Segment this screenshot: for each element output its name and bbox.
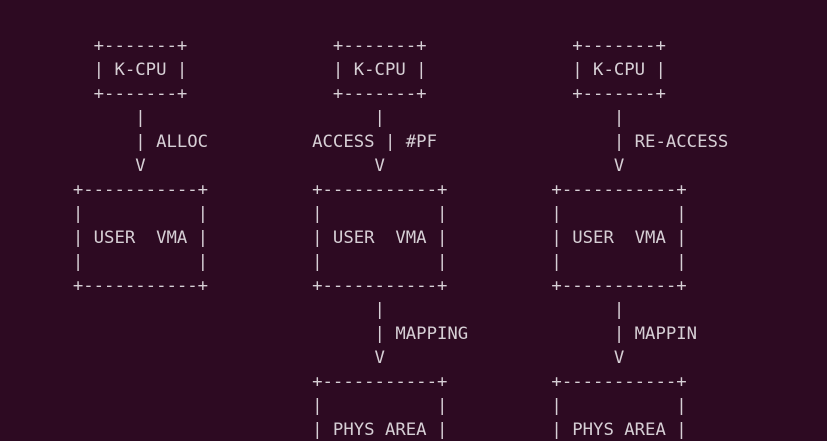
ascii-diagram: +-------+ +-------+ +-------+ | K-CPU | … <box>72 36 729 440</box>
terminal-window: +-------+ +-------+ +-------+ | K-CPU | … <box>72 36 729 440</box>
